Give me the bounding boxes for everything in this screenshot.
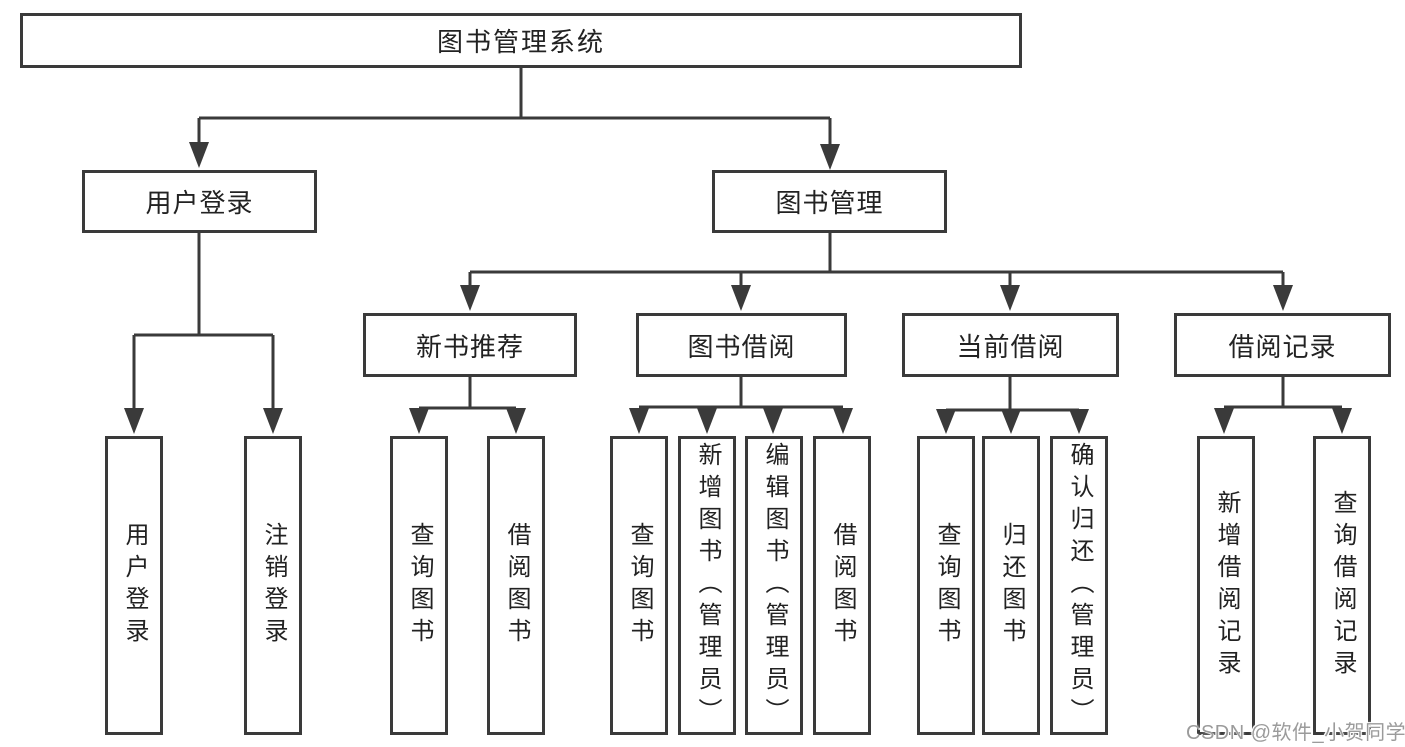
arrowhead: [409, 408, 429, 434]
arrowhead: [763, 408, 783, 434]
connector-current-leaves: [946, 377, 1079, 412]
node-borrow-records: 借阅记录: [1174, 313, 1391, 377]
leaf-user-login: 用户登录: [105, 436, 163, 735]
connector-mgmt-level2: [468, 233, 1285, 287]
arrowhead: [124, 408, 144, 434]
arrowhead: [1001, 409, 1021, 434]
leaf-add-borrow-record: 新增借阅记录: [1197, 436, 1255, 735]
arrowhead: [506, 408, 526, 434]
arrowhead: [833, 408, 853, 434]
arrowhead: [820, 144, 840, 170]
leaf-query-books-current: 查询图书: [917, 436, 975, 735]
leaf-confirm-return-admin: 确认归还（管理员）: [1050, 436, 1108, 735]
arrowhead: [1069, 409, 1089, 434]
arrowhead: [697, 408, 717, 434]
leaf-borrow-books: 借阅图书: [813, 436, 871, 735]
leaf-add-books-admin: 新增图书（管理员）: [678, 436, 736, 735]
leaf-edit-books-admin: 编辑图书（管理员）: [745, 436, 803, 735]
arrowhead: [1214, 408, 1234, 434]
connector-records-leaves: [1224, 377, 1342, 409]
watermark: CSDN @软件_小贺同学: [1186, 722, 1405, 744]
connector-root-level1: [197, 68, 832, 146]
leaf-logout: 注销登录: [244, 436, 302, 735]
node-book-management: 图书管理: [712, 170, 947, 233]
node-current-borrow: 当前借阅: [902, 313, 1119, 377]
arrowhead: [731, 285, 751, 311]
arrowhead: [263, 408, 283, 434]
arrowhead: [189, 142, 209, 168]
connector-recommend-leaves: [419, 377, 516, 410]
arrowhead: [629, 408, 649, 434]
connector-borrow-leaves: [639, 377, 843, 409]
arrowhead: [1273, 285, 1293, 311]
node-user-login: 用户登录: [82, 170, 317, 233]
arrowhead: [1332, 408, 1352, 434]
connector-userlogin-leaves: [132, 233, 275, 409]
arrowhead: [936, 409, 956, 434]
leaf-query-books-recommend: 查询图书: [390, 436, 448, 735]
node-root: 图书管理系统: [20, 13, 1022, 68]
leaf-query-books-borrow: 查询图书: [610, 436, 668, 735]
leaf-return-books: 归还图书: [982, 436, 1040, 735]
leaf-borrow-books-recommend: 借阅图书: [487, 436, 545, 735]
node-book-borrow: 图书借阅: [636, 313, 847, 377]
arrowhead: [1000, 285, 1020, 311]
leaf-query-borrow-record: 查询借阅记录: [1313, 436, 1371, 735]
node-new-book-recommend: 新书推荐: [363, 313, 577, 377]
arrowhead: [460, 285, 480, 311]
